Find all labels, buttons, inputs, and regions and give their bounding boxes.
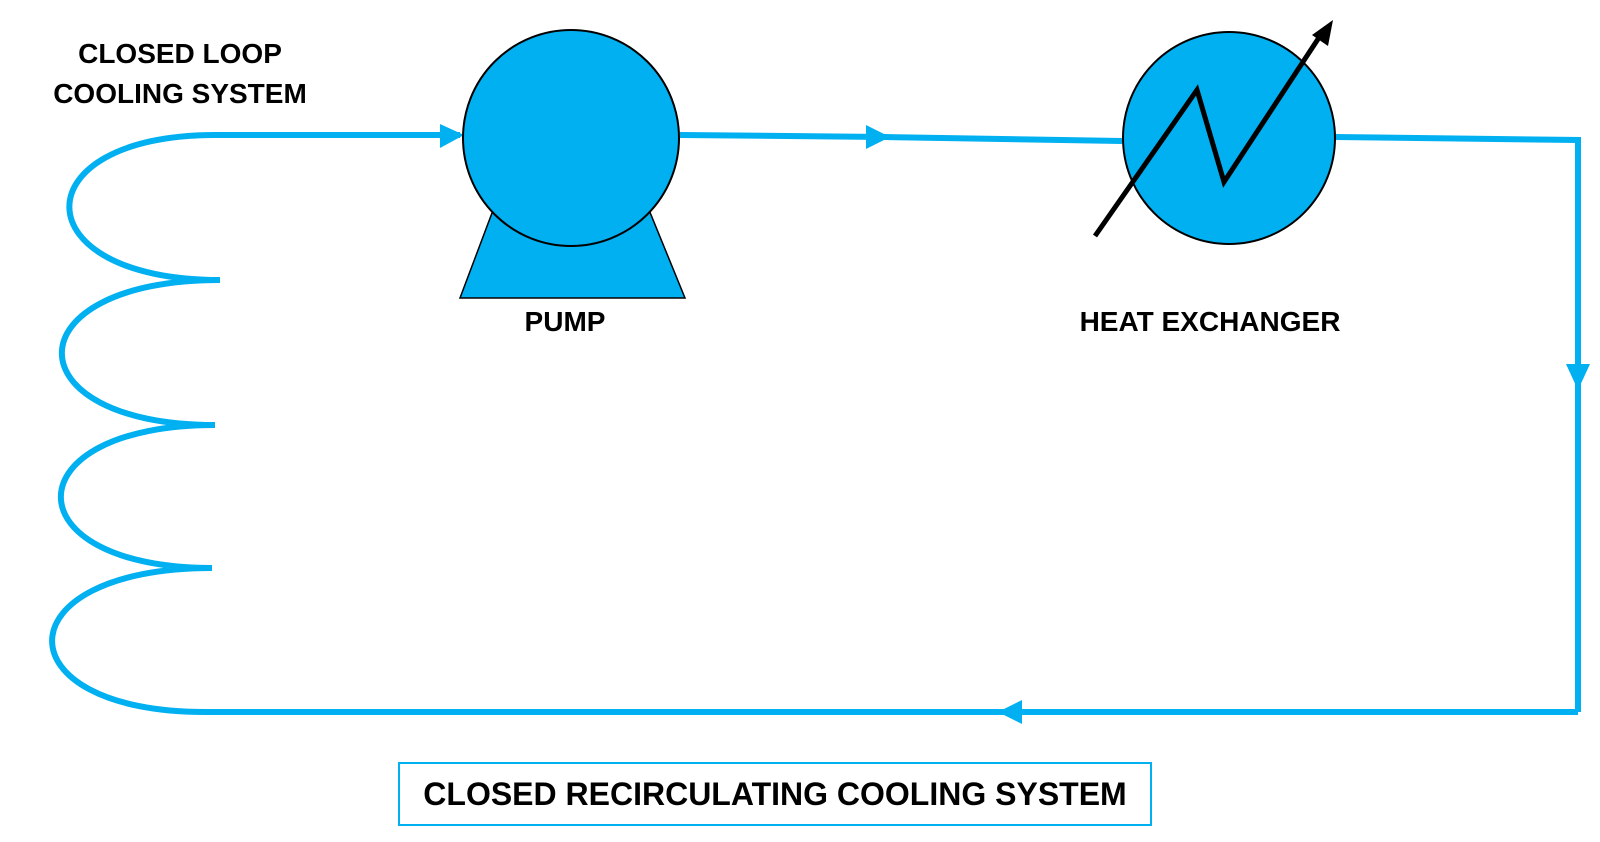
caption-text: CLOSED RECIRCULATING COOLING SYSTEM	[423, 776, 1127, 812]
flow-arrow-icon	[866, 125, 890, 149]
pump-label: PUMP	[524, 306, 606, 337]
flow-arrow-icon	[1566, 364, 1590, 390]
cooling-coil-icon	[49, 132, 1578, 715]
heat-exchanger-label: HEAT EXCHANGER	[1079, 306, 1341, 337]
pipe-pump-to-heat-exchanger	[679, 132, 1123, 144]
pump-icon	[458, 29, 687, 299]
flow-arrow-icon	[440, 124, 464, 148]
heat-exchanger-icon	[1092, 20, 1336, 245]
closed-loop-label-line2: COOLING SYSTEM	[53, 78, 307, 109]
caption-box: CLOSED RECIRCULATING COOLING SYSTEM	[398, 762, 1152, 826]
flow-arrow-icon	[998, 700, 1022, 724]
pipe-heat-exchanger-return	[1334, 134, 1581, 712]
closed-loop-label-line1: CLOSED LOOP	[78, 38, 282, 69]
closed-loop-label: CLOSED LOOP COOLING SYSTEM	[40, 34, 320, 114]
